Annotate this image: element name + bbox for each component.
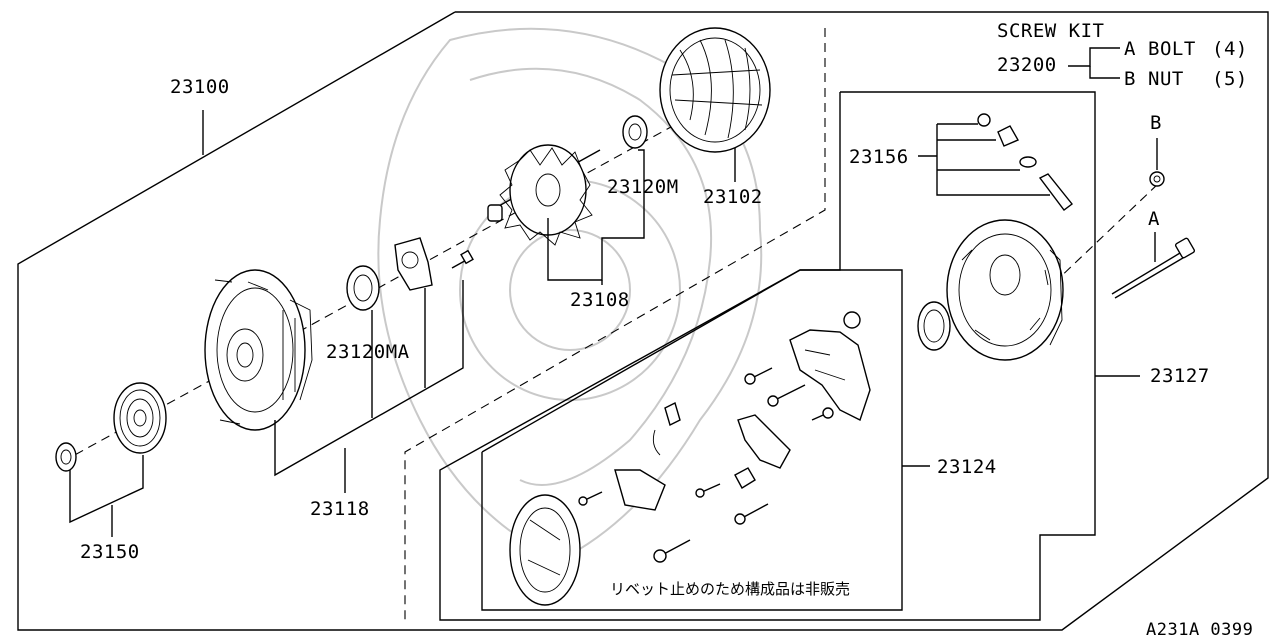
- rear-bearing: [622, 115, 648, 149]
- regulator-frame: [481, 269, 903, 611]
- rear-seal: [917, 301, 951, 351]
- screw-kit-item-b-qty: (5): [1212, 68, 1248, 90]
- rectifier-plate: [509, 494, 581, 606]
- brush-assembly: [614, 401, 681, 511]
- callout-23120m: 23120M: [607, 176, 679, 198]
- callout-23108: 23108: [570, 289, 630, 311]
- rectifier-bracket: [734, 414, 791, 489]
- callout-23102: 23102: [703, 186, 763, 208]
- front-housing: [204, 269, 313, 431]
- terminal-nut: [1149, 171, 1165, 187]
- callout-23156: 23156: [849, 146, 909, 168]
- callout-letter-a: A: [1148, 208, 1160, 230]
- callout-23150: 23150: [80, 541, 140, 563]
- screw-kit-item-b-name: NUT: [1148, 68, 1184, 90]
- main-assembly-frame: [17, 11, 1269, 631]
- screw-kit-item-b-key: B: [1124, 68, 1136, 90]
- screw-kit-title: SCREW KIT: [997, 20, 1105, 42]
- figure-code: A231A 0399: [1146, 620, 1254, 640]
- callout-23127: 23127: [1150, 365, 1210, 387]
- terminal-kit-parts: [977, 113, 1073, 211]
- callout-23118: 23118: [310, 498, 370, 520]
- screw-kit-part-number: 23200: [997, 54, 1057, 76]
- callout-23124: 23124: [937, 456, 997, 478]
- bearing-retainer: [394, 237, 433, 291]
- pulley: [113, 382, 167, 454]
- stator: [659, 27, 771, 153]
- callout-23120ma: 23120MA: [326, 341, 410, 363]
- not-sold-separately-note: リベット止めのため構成品は非販売: [610, 580, 851, 598]
- pulley-nut: [55, 442, 77, 472]
- retainer-screw: [451, 249, 474, 269]
- regulator-screws: [578, 367, 834, 563]
- screw-kit-item-a-qty: (4): [1212, 38, 1248, 60]
- rotor: [487, 144, 601, 246]
- leader-lines: [69, 47, 1158, 537]
- screw-kit-item-a-name: BOLT: [1148, 38, 1196, 60]
- rear-housing: [946, 219, 1064, 361]
- rotor-dashed-frame: [404, 28, 826, 625]
- front-bearing: [346, 265, 380, 311]
- callout-letter-b: B: [1150, 112, 1162, 134]
- through-bolt: [1111, 237, 1196, 299]
- screw-kit-item-a-key: A: [1124, 38, 1136, 60]
- brush-holder: [789, 311, 871, 421]
- callout-23100: 23100: [170, 76, 230, 98]
